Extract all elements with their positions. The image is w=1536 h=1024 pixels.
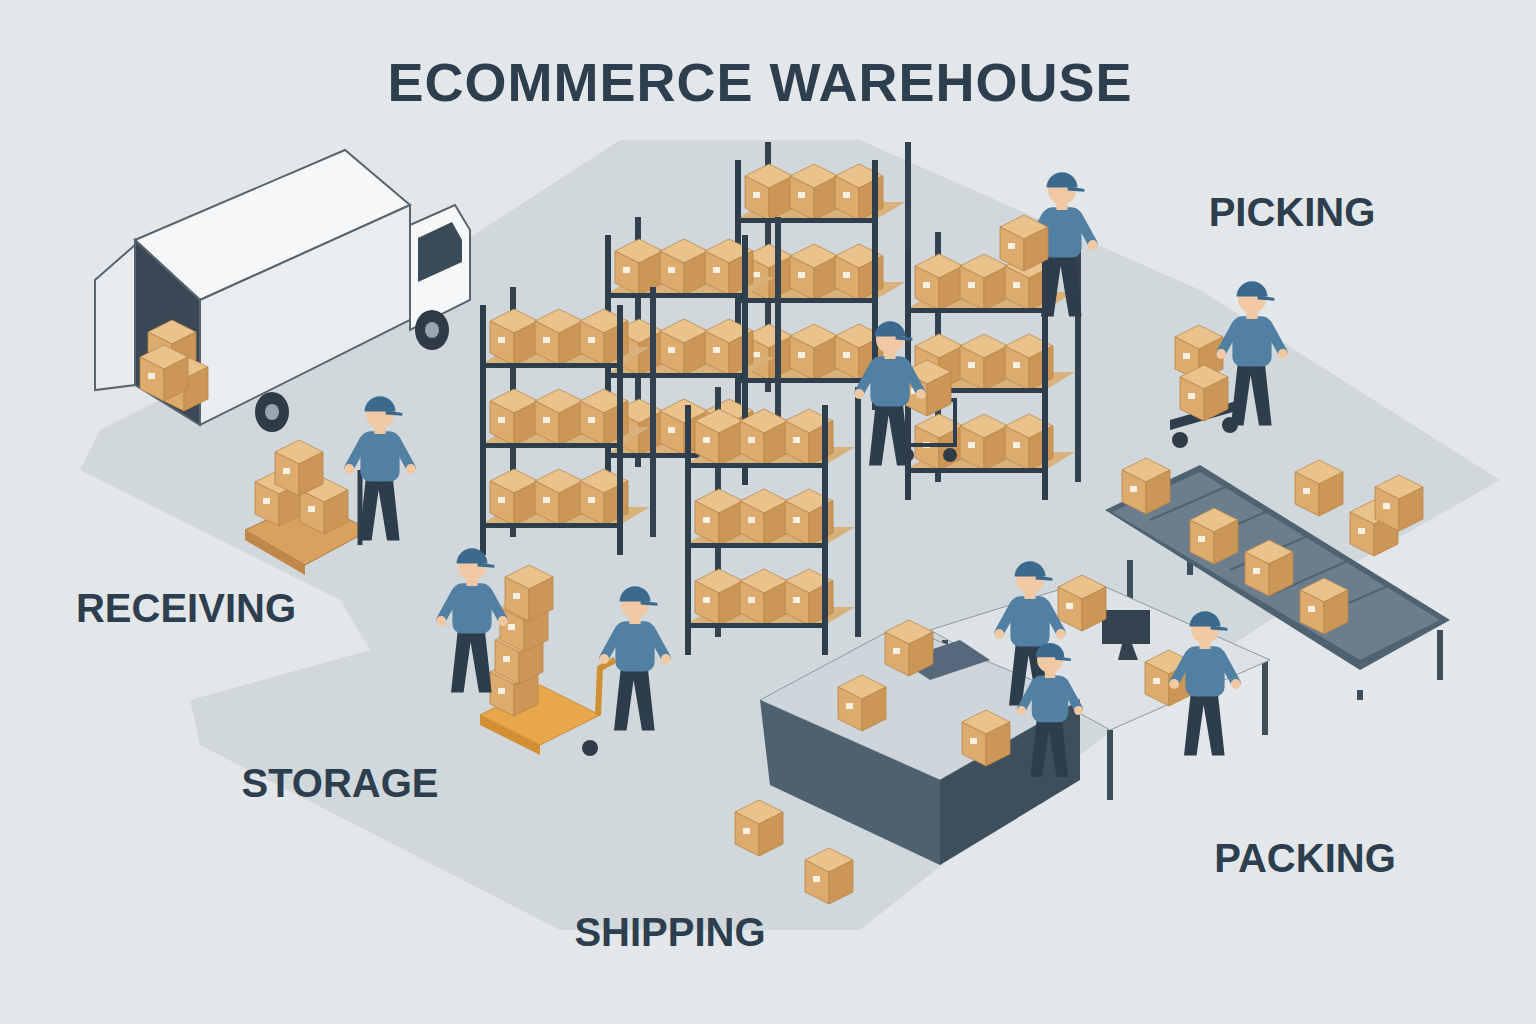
- pallet-jack-load: [480, 565, 615, 756]
- zone-label: PICKING: [1209, 190, 1376, 235]
- warehouse-worker: [1017, 643, 1083, 777]
- warehouse-worker: [1216, 281, 1287, 425]
- warehouse-worker: [436, 548, 507, 692]
- zone-label: RECEIVING: [76, 586, 296, 631]
- warehouse-worker: [1169, 611, 1240, 755]
- warehouse-worker: [854, 321, 925, 465]
- title: ECOMMERCE WAREHOUSE: [387, 51, 1132, 113]
- zone-label: PACKING: [1214, 836, 1395, 881]
- delivery-truck: [95, 150, 470, 432]
- storage-shelf: [685, 387, 861, 655]
- zone-label: SHIPPING: [574, 910, 765, 955]
- zone-label: STORAGE: [241, 761, 438, 806]
- storage-shelf: [480, 287, 656, 555]
- warehouse-worker: [599, 586, 670, 730]
- warehouse-worker: [344, 396, 415, 540]
